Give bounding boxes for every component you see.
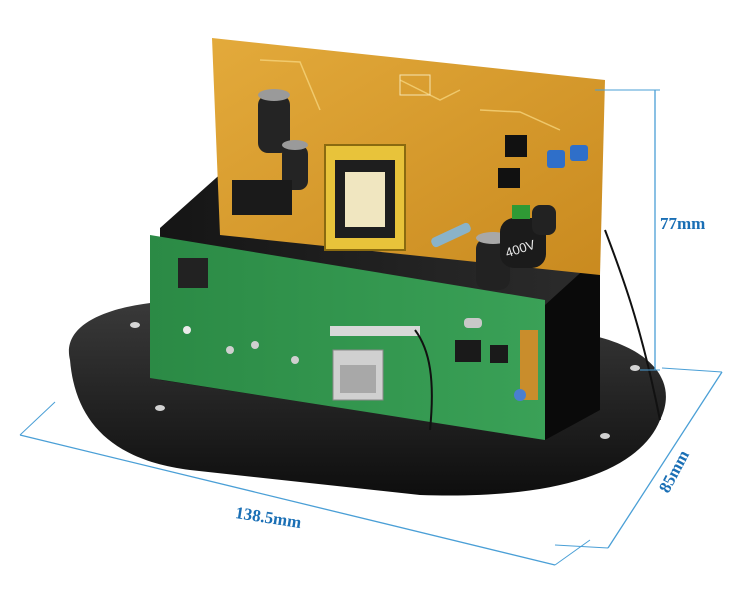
dimension-line-depth — [607, 371, 723, 549]
mounting-screw — [183, 326, 191, 334]
ribbon-strip — [520, 330, 538, 400]
antenna-wire — [414, 329, 433, 431]
capacitor — [532, 205, 556, 235]
power-connector — [232, 180, 292, 215]
film-capacitor — [512, 205, 530, 219]
capacitor — [258, 95, 290, 153]
resistor — [431, 222, 471, 248]
plate-screw-hole — [130, 322, 140, 328]
regulator-chip — [498, 168, 520, 188]
power-wire — [604, 229, 661, 421]
crystal — [464, 318, 482, 328]
plate-screw-hole — [600, 433, 610, 439]
power-pcb — [212, 38, 605, 275]
voltage-regulator — [178, 258, 208, 288]
control-chip — [490, 345, 508, 363]
plate-screw-hole — [630, 365, 640, 371]
control-pcb — [150, 235, 545, 440]
regulator-chip — [505, 135, 527, 157]
ceramic-capacitor — [547, 150, 565, 168]
control-chip — [455, 340, 481, 362]
capacitor — [282, 145, 308, 190]
dimension-line-length — [19, 434, 556, 566]
header-pins — [330, 326, 420, 336]
plate-screw-hole — [155, 405, 165, 411]
mounting-screw — [514, 389, 526, 401]
ceramic-capacitor — [570, 145, 588, 161]
housing-box-side — [545, 255, 600, 440]
dimension-height-label: 77mm — [660, 214, 706, 233]
